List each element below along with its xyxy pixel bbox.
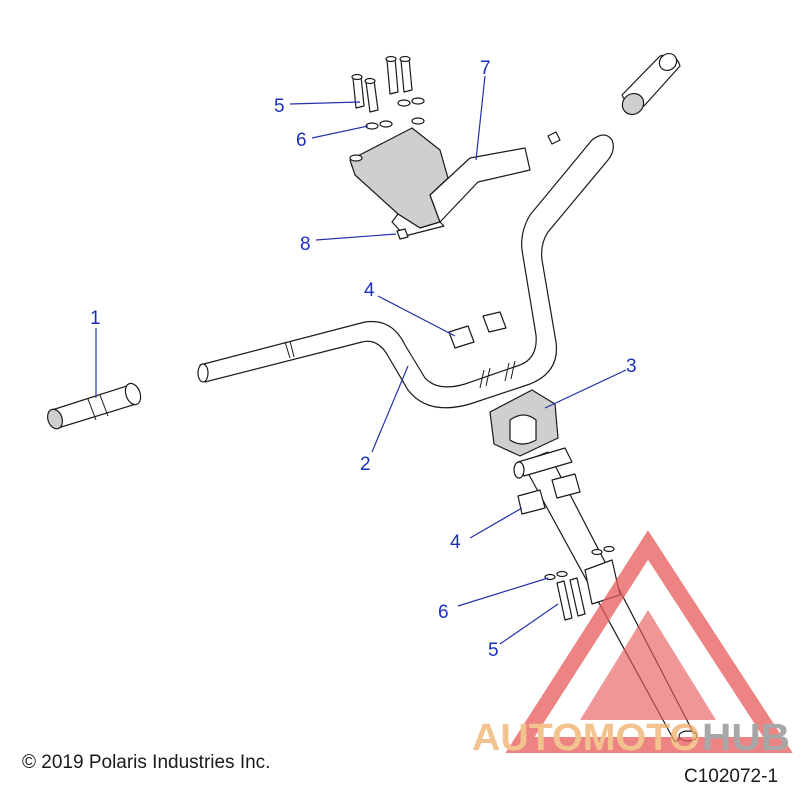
callout-labels: 1 2 3 4 4 5 5 6 6 7 8	[90, 58, 637, 661]
handlebar	[197, 134, 614, 409]
upper-clamps	[448, 311, 507, 349]
svg-text:HUB: HUB	[702, 717, 790, 759]
watermark-word-hub: HUB	[702, 717, 790, 759]
callout-6-lower: 6	[438, 602, 449, 623]
callout-5-upper: 5	[274, 96, 285, 117]
callout-4-upper: 4	[364, 280, 375, 301]
callout-4-lower: 4	[450, 532, 461, 553]
callout-5-lower: 5	[488, 640, 499, 661]
diagram-code: C102072-1	[684, 766, 779, 787]
callout-2: 2	[360, 454, 371, 475]
riser-block	[489, 389, 559, 457]
watermark-word-automoto: AUTOMOTO	[472, 717, 700, 759]
right-grip	[621, 52, 681, 116]
copyright-notice: © 2019 Polaris Industries Inc.	[22, 752, 271, 773]
watermark: AUTOMOTO HUB	[472, 530, 793, 759]
nut	[396, 228, 409, 240]
callout-6-upper: 6	[296, 130, 307, 151]
callout-7: 7	[480, 58, 491, 79]
svg-text:AUTOMOTO: AUTOMOTO	[472, 717, 700, 759]
callout-1: 1	[90, 308, 101, 329]
watermark-triangle-icon	[505, 530, 793, 753]
callout-8: 8	[300, 234, 311, 255]
upper-washers	[365, 97, 425, 130]
leader-lines	[95, 75, 627, 645]
lower-bolts	[544, 545, 615, 621]
left-grip	[46, 382, 142, 430]
callout-3: 3	[626, 356, 637, 377]
upper-bolts	[351, 55, 413, 113]
